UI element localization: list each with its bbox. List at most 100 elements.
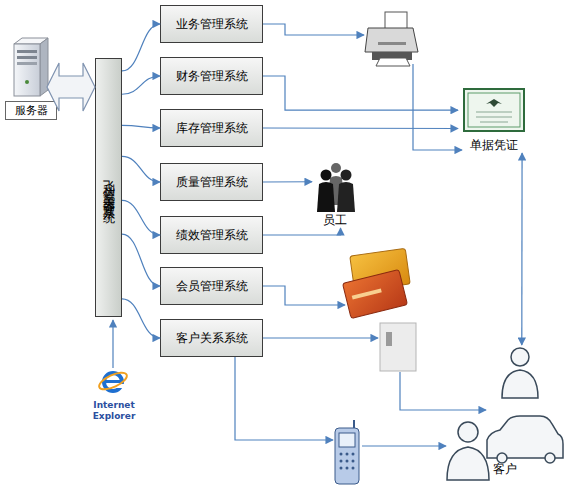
printer-icon-part: [385, 12, 407, 30]
certificate-icon-part: [468, 93, 520, 127]
flow-lines: [113, 24, 486, 446]
process-box: 会员管理系统: [160, 267, 263, 305]
connector-arrow: [122, 24, 160, 71]
flow-lines-part: [112, 320, 113, 368]
member-cards-icon-part: [352, 288, 382, 299]
node-text: 库存管理系统: [176, 120, 248, 137]
node-text: 业务管理系统: [176, 16, 248, 33]
flow-lines-part: [362, 445, 446, 446]
staff-icon-part: [337, 182, 355, 212]
node-text: 质量管理系统: [176, 174, 248, 191]
connector-arrow: [263, 127, 458, 129]
customer-icon: [447, 348, 563, 480]
server-icon-part: [40, 38, 48, 96]
connector-arrow: [122, 234, 160, 286]
staff-icon-part: [331, 163, 341, 173]
phone-icon-part: [352, 453, 355, 456]
process-box: 质量管理系统: [160, 163, 263, 201]
staff-icon-part: [317, 182, 335, 212]
customer-icon-part: [497, 453, 507, 463]
printer-icon-part: [365, 28, 418, 52]
connector-arrow: [122, 200, 160, 235]
staff-node: 员工: [312, 160, 358, 228]
node-text: 绩效管理系统: [176, 227, 248, 244]
staff-icon-part: [328, 176, 344, 205]
printer-icon-part: [372, 52, 412, 60]
browser-icon: [97, 369, 129, 393]
phone-icon-part: [352, 460, 355, 463]
phone-icon-part: [352, 467, 355, 470]
node-text: 会员管理系统: [176, 278, 248, 295]
customer-icon-part: [458, 422, 478, 442]
node-text: 服务器: [5, 101, 57, 120]
server-icon-part: [17, 62, 37, 65]
node-text: 客户: [435, 462, 574, 477]
phone-icon: [335, 420, 359, 484]
flow-lines-part: [263, 24, 364, 35]
customer-icon-part: [502, 370, 538, 398]
connector-arrow: [122, 156, 160, 182]
connector-arrow: [122, 299, 160, 338]
node-text: 飞利达汽车美容管理系统: [103, 171, 115, 204]
double-arrow: [47, 63, 95, 111]
server-icon-part: [14, 38, 48, 44]
browser-icon-part: [104, 373, 122, 391]
process-box: 库存管理系统: [160, 109, 263, 147]
certificate-icon-part: [480, 122, 508, 123]
node-text: 财务管理系统: [176, 68, 248, 85]
connector-arrow: [122, 76, 160, 94]
phone-icon-part: [346, 460, 349, 463]
browser-icon-part: [104, 380, 122, 383]
certificate-icon-part: [486, 99, 502, 107]
card-reader-icon-part: [386, 332, 392, 346]
printer-icon: [365, 12, 418, 66]
server-icon: [14, 38, 48, 96]
certificate-icon-part: [464, 89, 524, 131]
node-text: 员工: [302, 213, 368, 228]
connector-arrow: [263, 228, 341, 235]
server-icon-part: [17, 50, 37, 53]
flow-lines-part: [400, 372, 486, 410]
process-box: 业务管理系统: [160, 5, 263, 43]
phone-icon-part: [340, 453, 343, 456]
process-box: 财务管理系统: [160, 57, 263, 95]
customer-icon-part: [487, 416, 563, 458]
certificate-icon: [464, 89, 524, 131]
card-reader-icon: [380, 323, 416, 371]
server-icon-part: [17, 56, 37, 59]
connector-arrow: [263, 181, 312, 182]
process-box: 绩效管理系统: [160, 216, 263, 254]
phone-icon-part: [346, 453, 349, 456]
server-icon-part: [14, 44, 40, 96]
printer-icon-part: [378, 42, 406, 45]
server-icon-part: [25, 80, 29, 84]
member-cards-icon-part: [343, 270, 408, 319]
phone-icon-part: [346, 467, 349, 470]
system-bar: 飞利达汽车美容管理系统: [95, 58, 122, 317]
staff-icon-part: [321, 170, 332, 181]
card-reader-icon-part: [380, 323, 416, 371]
icon-caption: Internet Explorer: [84, 400, 144, 422]
member-cards-icon: [343, 248, 411, 318]
customer-node: 客户: [445, 345, 565, 477]
browser-icon-part: [114, 384, 124, 388]
connector-layer: [47, 24, 522, 345]
customer-icon-part: [545, 453, 555, 463]
phone-icon-part: [353, 420, 355, 428]
connector-arrow: [122, 125, 160, 128]
process-box: 客户关系系统: [160, 319, 263, 357]
certificate-icon-part: [476, 117, 512, 118]
customer-icon-part: [511, 348, 529, 366]
document-node: 单据凭证: [458, 85, 530, 153]
connector-arrow: [263, 76, 458, 110]
connector-arrow: [521, 153, 522, 345]
staff-icon-part: [341, 170, 352, 181]
customer-icon-part: [447, 447, 489, 480]
certificate-icon-part: [476, 112, 512, 113]
phone-icon-part: [335, 428, 359, 484]
flow-lines-part: [235, 357, 333, 440]
node-text: 客户关系系统: [176, 330, 248, 347]
